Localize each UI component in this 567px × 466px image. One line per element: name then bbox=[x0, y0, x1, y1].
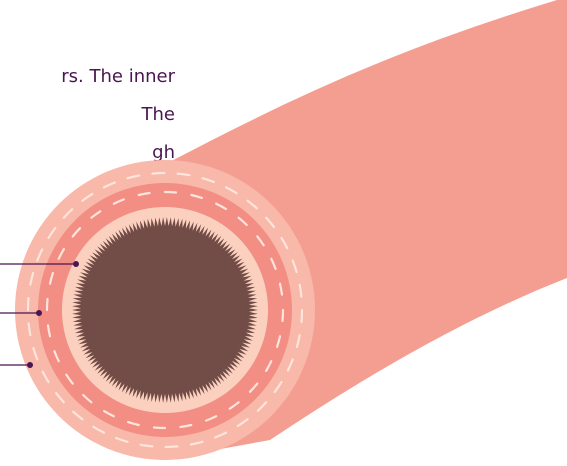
muscle-dash bbox=[28, 298, 29, 310]
muscle-dash bbox=[152, 173, 164, 174]
muscle-dash bbox=[154, 428, 165, 429]
muscle-dash bbox=[283, 310, 284, 321]
muscle-dash bbox=[165, 192, 176, 193]
muscle-dash bbox=[302, 310, 303, 322]
muscle-dash bbox=[47, 299, 48, 310]
muscle-dash bbox=[166, 446, 178, 447]
outer-layer-pointer bbox=[0, 362, 33, 368]
